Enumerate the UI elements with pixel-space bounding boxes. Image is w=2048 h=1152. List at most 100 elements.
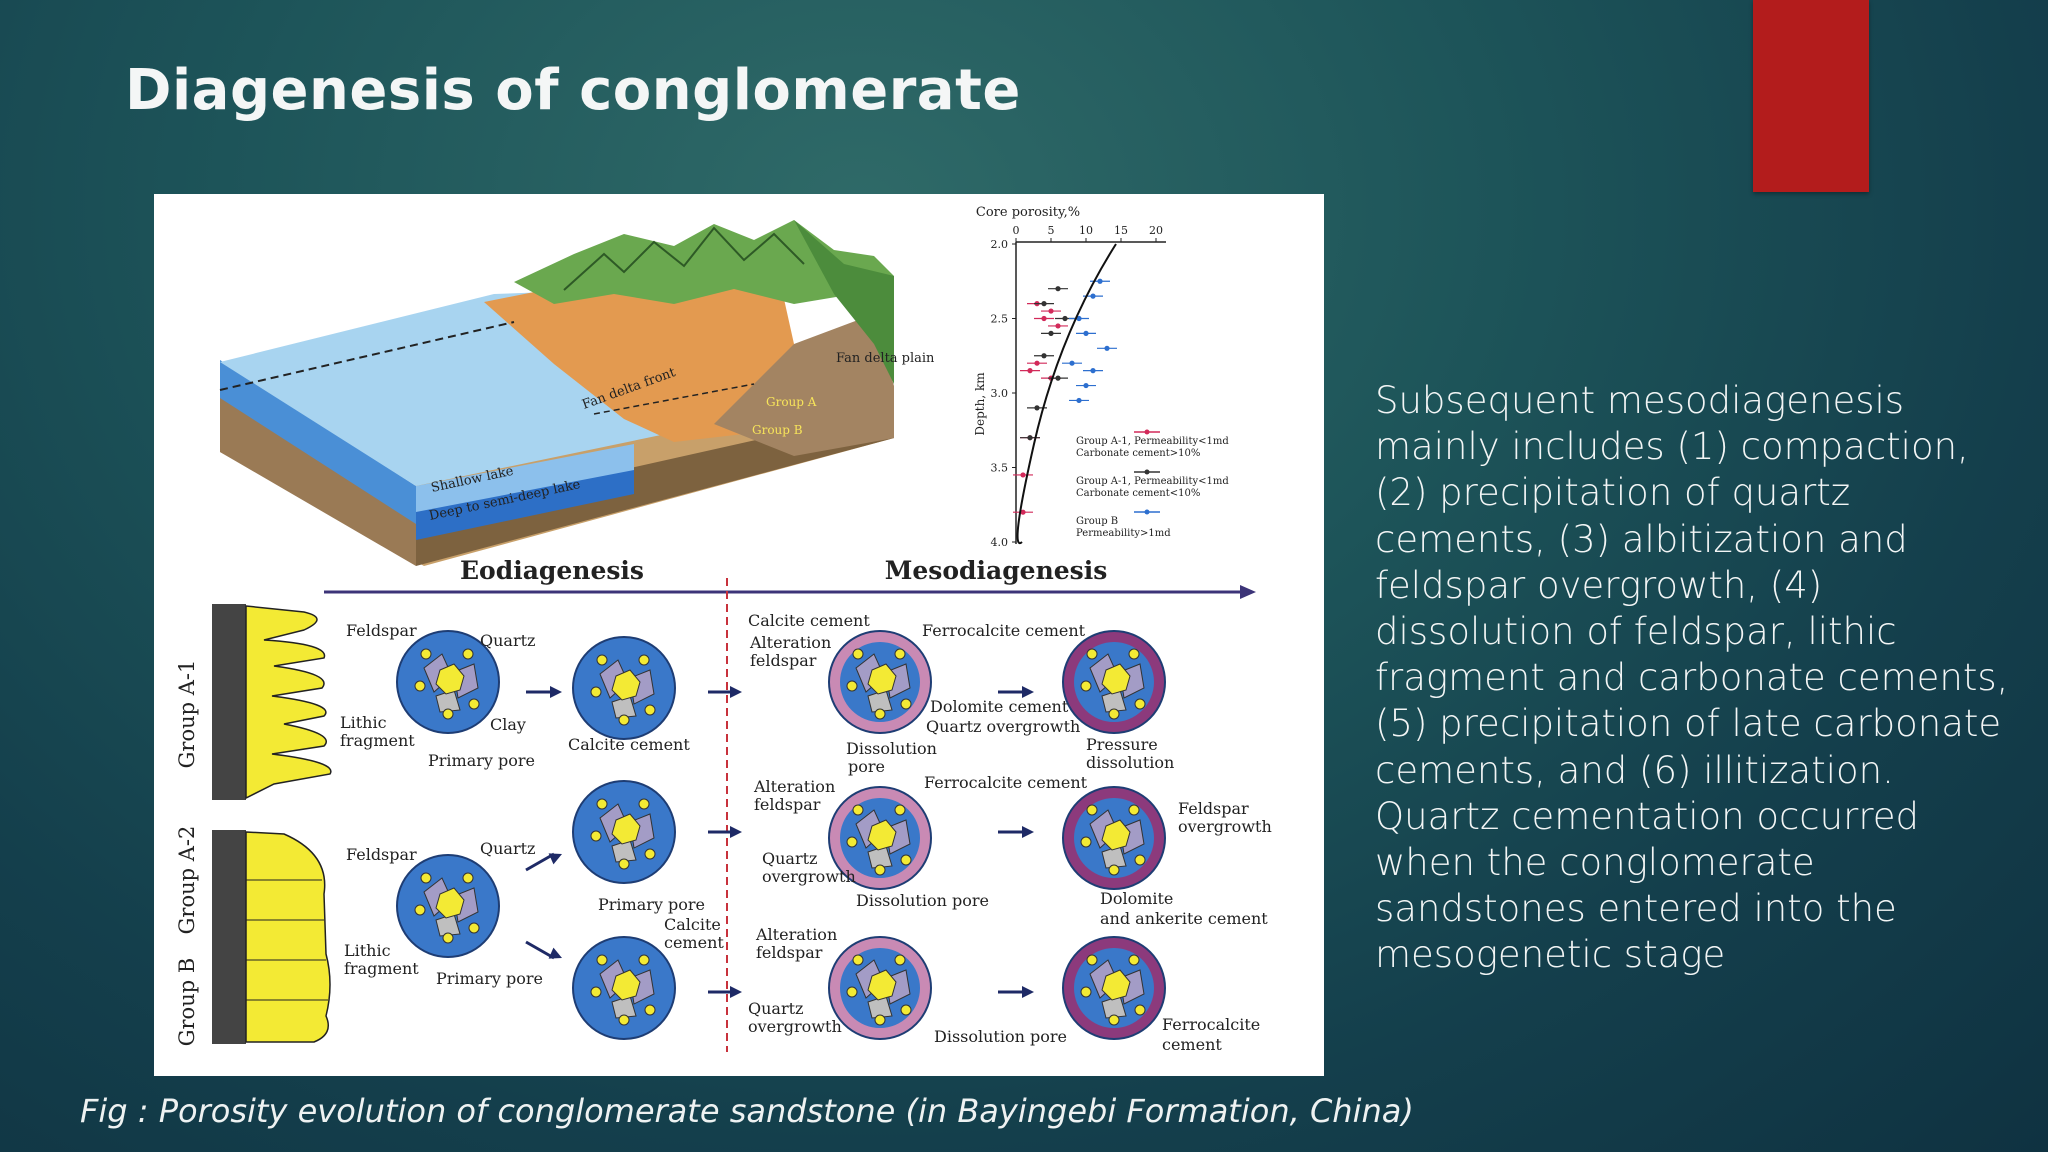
- thin-section-8: [572, 936, 676, 1040]
- label-dolomite-cement: Dolomite cement: [930, 697, 1069, 716]
- label-lithic-1b: fragment: [340, 731, 415, 750]
- label-calcite-cement-1: Calcite cement: [568, 735, 690, 754]
- data-point: [1027, 435, 1033, 441]
- arrow-0: [526, 686, 562, 698]
- data-point: [1020, 509, 1026, 515]
- data-point: [1083, 382, 1089, 389]
- label-dolomite-a: Dolomite: [1100, 889, 1173, 908]
- thin-section-2: [828, 630, 932, 734]
- data-point: [1083, 330, 1089, 336]
- arrow-3: [525, 852, 562, 872]
- group-b-label: Group B: [752, 423, 803, 437]
- legend-label-b-2: Permeability>1md: [1076, 528, 1171, 539]
- slide-title: Diagenesis of conglomerate: [125, 58, 1021, 123]
- label-primary-pore-2: Primary pore: [598, 895, 705, 914]
- label-feldspar-overgrowth-a: Feldspar: [1178, 799, 1249, 818]
- thin-section-6: [828, 786, 932, 890]
- label-dissolution-b: pore: [848, 757, 885, 776]
- x-tick-label-2: 10: [1079, 224, 1093, 237]
- thin-section-10: [1062, 936, 1166, 1040]
- arrow-4: [525, 940, 562, 960]
- mineral-labels: Feldspar Quartz Lithic fragment Clay Pri…: [340, 611, 1272, 1054]
- legend-marker: [1144, 509, 1150, 515]
- data-point: [1097, 278, 1103, 284]
- label-quartz-overgrowth-1: Quartz overgrowth: [926, 717, 1080, 736]
- label-pressure-b: dissolution: [1086, 753, 1174, 772]
- data-point: [1055, 286, 1061, 292]
- data-point: [1055, 323, 1061, 329]
- strat-columns: Group A-1 Group A-2 Group B: [175, 604, 332, 1047]
- body-text: Subsequent mesodiagenesis mainly include…: [1375, 379, 2009, 977]
- label-calcite-b: cement: [664, 933, 724, 952]
- label-alteration-3a: Alteration: [755, 925, 837, 944]
- legend-label-a-1: Group A-1, Permeability<1md: [1076, 476, 1229, 487]
- thin-section-3: [1062, 630, 1166, 734]
- data-point: [1048, 330, 1054, 336]
- label-ferrocalcite-2: Ferrocalcite cement: [924, 773, 1088, 792]
- arrow-2: [998, 686, 1034, 698]
- label-lithic-2b: fragment: [344, 959, 419, 978]
- label-clay: Clay: [490, 715, 526, 734]
- data-point: [1041, 301, 1047, 307]
- label-dissolution-a: Dissolution: [846, 739, 937, 758]
- group-b-col-label: Group B: [175, 958, 199, 1047]
- thin-section-circles: [396, 630, 1166, 1040]
- legend-marker: [1144, 429, 1150, 435]
- arrow-7: [708, 986, 742, 998]
- data-point: [1076, 397, 1082, 404]
- data-point: [1055, 375, 1061, 381]
- group-a-label: Group A: [766, 395, 817, 409]
- label-primary-pore-3: Primary pore: [436, 969, 543, 988]
- plot-title: Core porosity,%: [976, 205, 1080, 220]
- data-point: [1041, 353, 1047, 359]
- figure-image: Fan delta front Fan delta plain Group A …: [154, 194, 1324, 1076]
- label-pressure-a: Pressure: [1086, 735, 1158, 754]
- data-point: [1027, 368, 1033, 374]
- thin-section-4: [572, 780, 676, 884]
- label-feldspar-2: Feldspar: [346, 845, 417, 864]
- label-quartz-og-3b: overgrowth: [748, 1017, 842, 1036]
- data-point: [1069, 360, 1075, 366]
- label-quartz-2: Quartz: [480, 839, 535, 858]
- label-feldspar-1: Feldspar: [346, 621, 417, 640]
- label-dissolution-pore-2: Dissolution pore: [856, 891, 989, 910]
- label-alteration-2a: Alteration: [753, 777, 835, 796]
- group-a1-label: Group A-1: [175, 660, 199, 769]
- label-alteration-2b: feldspar: [754, 795, 821, 814]
- data-point: [1048, 308, 1054, 314]
- label-ferrocalcite-1: Ferrocalcite cement: [922, 621, 1086, 640]
- label-lithic-2a: Lithic: [344, 941, 391, 960]
- eodiagenesis-label: Eodiagenesis: [460, 556, 644, 585]
- label-quartz-og-2a: Quartz: [762, 849, 817, 868]
- label-calcite-cement-top: Calcite cement: [748, 611, 870, 630]
- data-point: [1041, 315, 1047, 322]
- label-ferrocalcite-3b: cement: [1162, 1035, 1222, 1054]
- arrow-8: [998, 986, 1034, 998]
- accent-bar: [1753, 0, 1869, 192]
- data-point: [1034, 405, 1040, 411]
- label-alteration-1a: Alteration: [749, 633, 831, 652]
- data-point: [1062, 315, 1068, 322]
- data-point: [1104, 345, 1110, 351]
- label-feldspar-overgrowth-b: overgrowth: [1178, 817, 1272, 836]
- legend-label-b-1: Carbonate cement<10%: [1076, 488, 1200, 499]
- y-tick-label-0: 2.0: [991, 238, 1009, 251]
- label-primary-pore-1: Primary pore: [428, 751, 535, 770]
- block-diagram: Fan delta front Fan delta plain Group A …: [219, 220, 935, 566]
- label-quartz-og-2b: overgrowth: [762, 867, 856, 886]
- fan-delta-plain-label: Fan delta plain: [836, 351, 935, 366]
- data-point: [1034, 360, 1040, 366]
- y-tick-label-3: 3.5: [991, 462, 1009, 475]
- thin-section-7: [1062, 786, 1166, 890]
- data-point: [1090, 293, 1096, 299]
- label-ferrocalcite-3a: Ferrocalcite: [1162, 1015, 1260, 1034]
- label-lithic-1a: Lithic: [340, 713, 387, 732]
- data-point: [1020, 472, 1026, 478]
- label-quartz-og-3a: Quartz: [748, 999, 803, 1018]
- data-point: [1090, 368, 1096, 374]
- group-a2-label: Group A-2: [175, 826, 199, 935]
- label-calcite-a: Calcite: [664, 915, 721, 934]
- figure-caption: Fig : Porosity evolution of conglomerate…: [80, 1092, 1414, 1130]
- mesodiagenesis-label: Mesodiagenesis: [885, 556, 1108, 585]
- data-point: [1076, 315, 1082, 322]
